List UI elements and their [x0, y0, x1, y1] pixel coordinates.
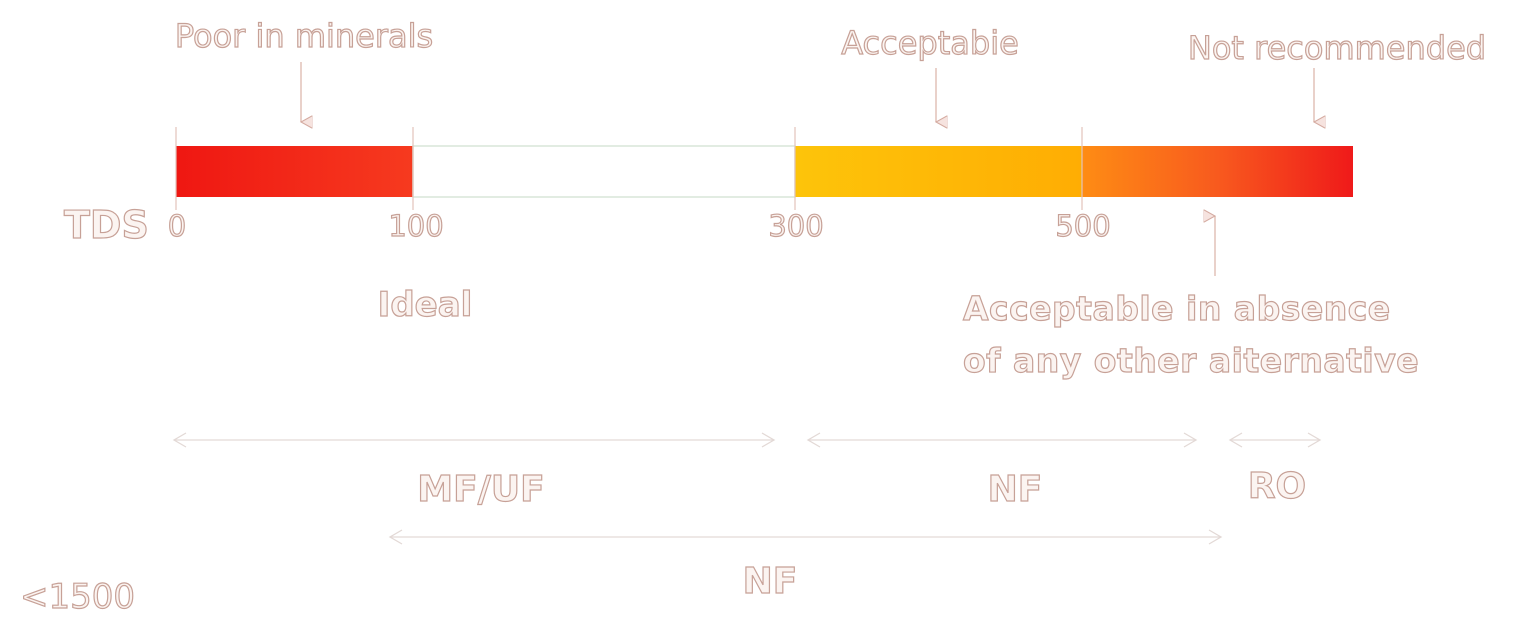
filter-label-ro: RO	[1247, 466, 1307, 507]
range-arrow-ro	[1228, 432, 1322, 448]
tick-label-500: 500	[1055, 209, 1112, 243]
label-absence-line1: Acceptable in absence	[962, 289, 1391, 328]
segment-not-recommended	[1082, 146, 1353, 197]
segment-ideal	[412, 145, 796, 198]
segment-poor	[176, 146, 413, 197]
axis-label-tds: TDS	[63, 203, 149, 247]
label-acceptable: Acceptabie	[841, 24, 1020, 62]
tick-label-300: 300	[768, 209, 825, 243]
segment-acceptable	[795, 146, 1082, 197]
label-ideal: Ideal	[377, 285, 473, 325]
filter-label-nf1: NF	[987, 469, 1043, 510]
filter-label-nf2: NF	[742, 561, 798, 602]
footnote-1500: <1500	[19, 577, 136, 617]
tick-label-0: 0	[167, 209, 187, 243]
label-not-recommended: Not recommended	[1187, 29, 1487, 67]
tick-label-100: 100	[388, 209, 445, 243]
label-absence-line2: of any other aiternative	[962, 341, 1420, 380]
range-arrow-mfuf	[172, 432, 776, 448]
range-arrow-nf1	[806, 432, 1198, 448]
filter-label-mfuf: MF/UF	[417, 469, 546, 510]
range-arrow-nf2	[388, 529, 1223, 545]
label-poor-in-minerals: Poor in minerals	[174, 17, 434, 55]
tick-marks	[175, 127, 1083, 210]
